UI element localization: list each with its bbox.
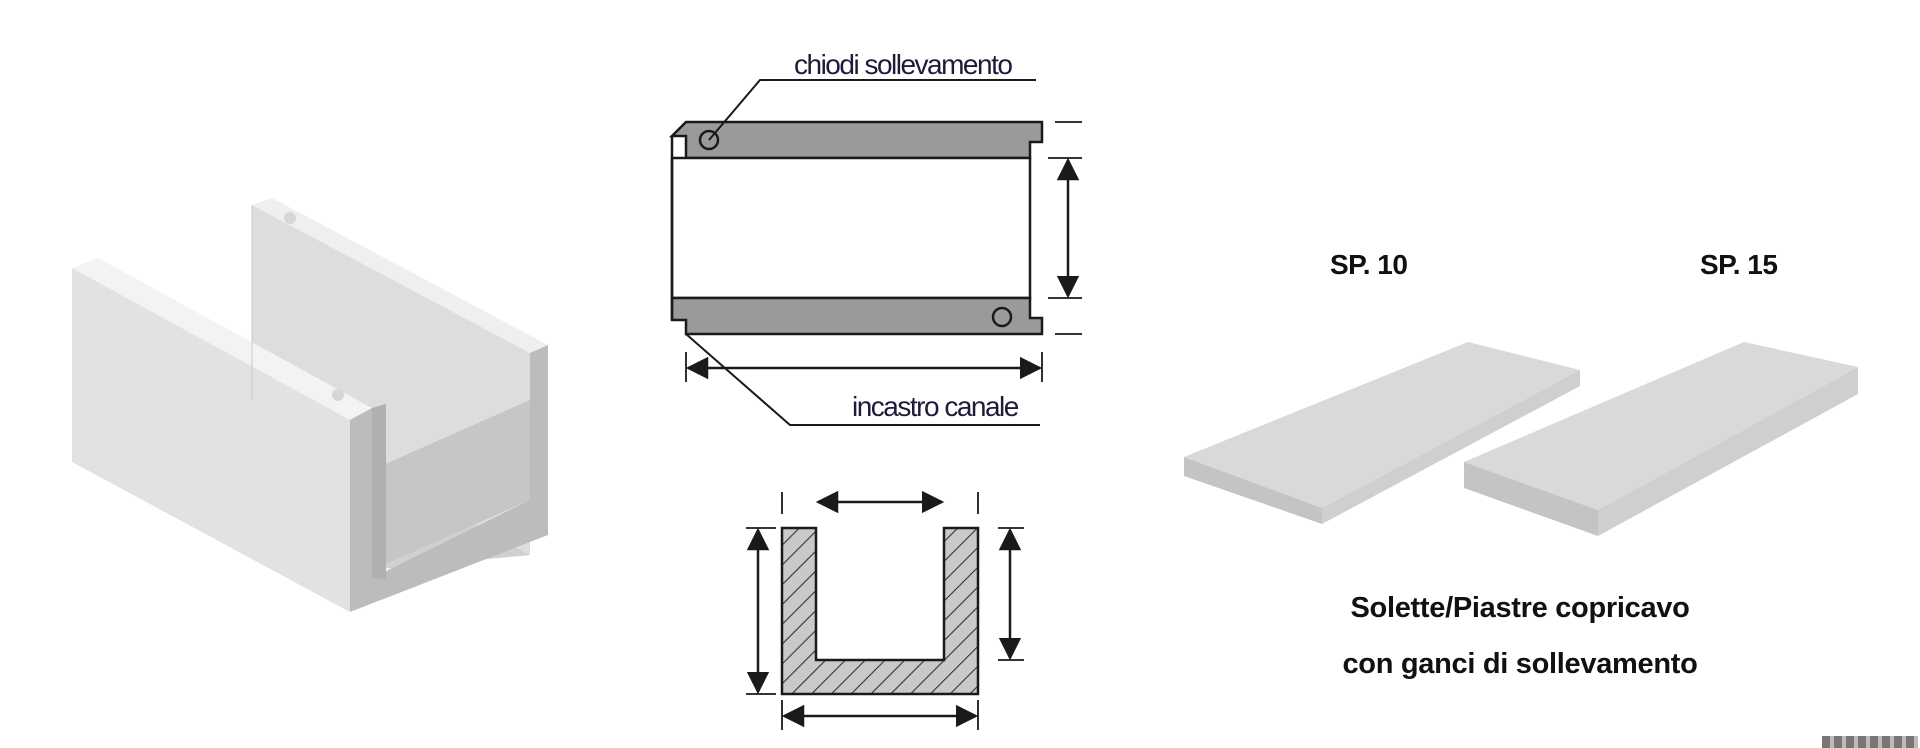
slab-sp10-side (1322, 370, 1580, 524)
label-channel-joint: incastro canale (852, 391, 1019, 422)
slab-sp10 (1184, 342, 1580, 524)
leader-channel-joint (685, 333, 1040, 426)
plan-outline (668, 120, 1044, 160)
label-lifting-pins: chiodi sollevamento (794, 49, 1012, 80)
slab-sp10-top (1184, 342, 1580, 508)
lifting-pin-circle (991, 306, 1013, 328)
section-view-drawing (746, 490, 1024, 730)
plan-view-drawing (668, 79, 1082, 426)
caption-line-2: con ganci di sollevamento (1342, 648, 1698, 680)
end-face (350, 345, 548, 612)
plan-outline-bottom (670, 296, 1044, 336)
watermark-logo (1822, 736, 1918, 748)
caption-line-1: Solette/Piastre copricavo (1350, 592, 1690, 624)
lifting-pin-dot (284, 212, 296, 224)
front-wall-top (72, 258, 372, 420)
u-section-hatched (780, 526, 980, 696)
lifting-pin-dot (332, 389, 344, 401)
end-face-inner-lip (372, 404, 386, 580)
u-channel-3d-illustration (72, 198, 548, 612)
slab-label-sp15: SP. 15 (1700, 249, 1777, 280)
slab-sp15-side (1598, 367, 1858, 536)
leader-lifting-pins (708, 79, 1036, 141)
slab-sp15 (1464, 342, 1858, 536)
front-wall-face (72, 268, 350, 612)
slab-sp15-top (1464, 342, 1858, 510)
back-wall-face (252, 198, 548, 353)
inner-end-face (372, 400, 530, 570)
plan-channel-opening (670, 156, 1032, 300)
slab-label-sp10: SP. 10 (1330, 249, 1407, 280)
slab-sp15-front (1464, 462, 1598, 536)
slab-sp10-front (1184, 457, 1322, 524)
